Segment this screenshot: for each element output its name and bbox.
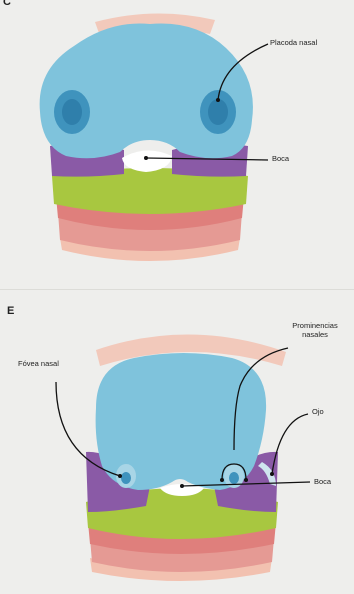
label-mouth-c: Boca [272, 155, 289, 164]
label-nasal-prominences: Prominencias nasales [284, 322, 346, 339]
panel-e: E Fóvea nasal Prom [0, 290, 354, 594]
panel-c: C Placoda nasal Boca [0, 0, 354, 290]
label-mouth-e: Boca [314, 478, 331, 487]
label-nasal-placode: Placoda nasal [270, 39, 317, 48]
label-eye: Ojo [312, 408, 324, 417]
label-nasal-pit: Fóvea nasal [18, 360, 59, 369]
